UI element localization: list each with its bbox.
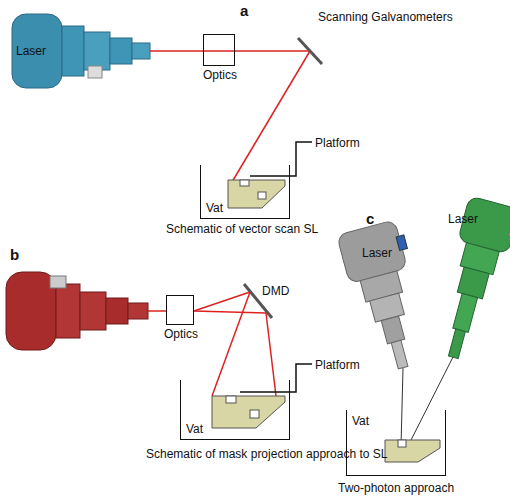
panel-letter: b <box>10 248 19 262</box>
component-label: Laser <box>448 212 478 226</box>
laser-grey <box>337 218 437 375</box>
laser-b <box>6 272 148 350</box>
optics-box: Optics <box>203 34 235 66</box>
component-label: Platform <box>315 136 360 150</box>
caption: Schematic of vector scan SL <box>166 222 318 236</box>
panel-letter: a <box>240 4 248 18</box>
vat-label: Vat <box>206 201 223 215</box>
vat-label: Vat <box>352 414 369 428</box>
component-label: DMD <box>262 284 289 298</box>
resin-vat: Vat <box>180 380 290 440</box>
laser-a <box>12 14 150 88</box>
component-label: Laser <box>362 246 392 260</box>
component-label: Platform <box>315 358 360 372</box>
caption: Schematic of mask projection approach to… <box>146 447 387 461</box>
component-label: Laser <box>16 44 46 58</box>
resin-vat: Vat <box>200 165 290 219</box>
resin-vat: Vat <box>346 410 446 476</box>
vat-label: Vat <box>186 422 203 436</box>
laser-green <box>428 196 510 365</box>
caption: Two-photon approach <box>338 481 454 495</box>
optics-label: Optics <box>203 68 237 82</box>
panel-letter: c <box>366 212 374 226</box>
optics-box: Optics <box>166 295 194 325</box>
component-label: Scanning Galvanometers <box>318 10 453 24</box>
optics-label: Optics <box>164 327 198 341</box>
